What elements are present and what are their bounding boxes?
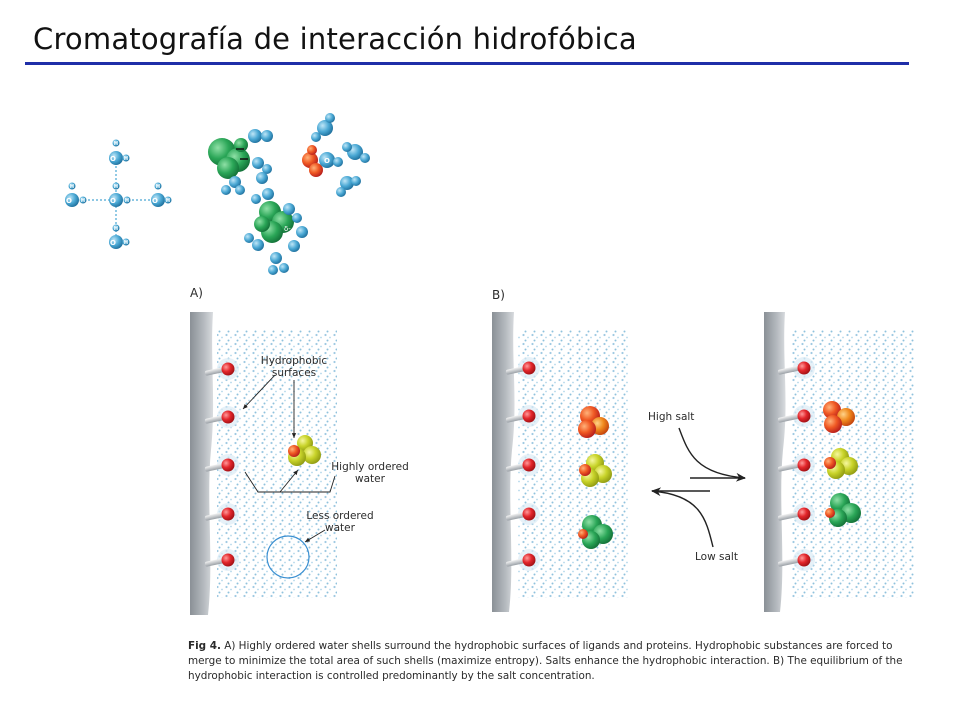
figure-caption: Fig 4. A) Highly ordered water shells su… (188, 639, 923, 684)
panel-b-low-salt-state (492, 312, 630, 612)
hydrogen-label: H (156, 184, 160, 190)
oxygen-label: O (110, 155, 116, 163)
less-ordered-water-circle (266, 535, 310, 579)
hydrogen-label: H (125, 198, 129, 204)
immobilized-ligand (204, 549, 239, 571)
hydrogen-label: H (114, 184, 118, 190)
immobilized-ligand (204, 358, 239, 380)
immobilized-ligand (204, 406, 239, 428)
immobilized-ligand (505, 357, 540, 379)
hydrogen-label: H (114, 226, 118, 232)
hydrophobic-surfaces-label: Hydrophobic surfaces (255, 355, 333, 379)
immobilized-ligand (505, 405, 540, 427)
immobilized-ligand (777, 549, 815, 571)
immobilized-ligand (777, 503, 815, 525)
hydrogen-label: H (114, 141, 118, 147)
water-lattice-illustration (65, 139, 172, 249)
water-molecule (151, 182, 172, 207)
protein-red-orange-bound (823, 401, 855, 433)
hydrophobic-molecule-illustration (208, 129, 308, 275)
matrix-wall (492, 312, 515, 612)
immobilized-ligand (505, 549, 540, 571)
matrix-wall (764, 312, 786, 612)
hydrogen-label: H (166, 198, 170, 204)
panel-b-high-salt-state (764, 312, 914, 612)
water-molecule (109, 224, 130, 249)
immobilized-ligand (777, 357, 815, 379)
protein-yellow-bound (824, 448, 858, 479)
caption-label: Fig 4. (188, 640, 221, 652)
protein-yellow-red (579, 454, 612, 487)
pointer-bracket (244, 471, 336, 493)
hydrogen-label: H (81, 198, 85, 204)
oxygen-label: O (66, 197, 72, 205)
matrix-wall (190, 312, 214, 615)
hydrogen-label: H (124, 156, 128, 162)
hydrophobic-surfaces-line-1: Hydrophobic (260, 355, 328, 367)
high-salt-label: High salt (648, 411, 695, 423)
caption-text: A) Highly ordered water shells surround … (188, 640, 903, 682)
pointer-less-ordered (304, 529, 326, 543)
high-salt-arrow (678, 427, 746, 482)
hydrophobic-surfaces-line-2: surfaces (271, 367, 317, 379)
hydrogen-label: H (124, 240, 128, 246)
water-molecule (109, 139, 130, 165)
less-ordered-water-label: Less ordered water (303, 510, 377, 534)
protein-green-bound (825, 493, 861, 527)
oxygen-label: O (110, 197, 116, 205)
low-salt-arrow (651, 487, 714, 548)
less-ordered-water-line-2: water (325, 522, 355, 534)
water-molecule (65, 182, 87, 207)
slide-title: Cromatografía de interacción hidrofóbica (33, 22, 637, 56)
polar-molecule-illustration (302, 113, 370, 197)
low-salt-label: Low salt (695, 551, 738, 563)
delta-charge-label: δ- (284, 225, 291, 233)
immobilized-ligand (505, 503, 540, 525)
immobilized-ligand (777, 405, 815, 427)
pointer-ligand (242, 374, 276, 410)
panel-a (190, 312, 337, 615)
immobilized-ligand (204, 503, 239, 525)
hydrogen-label: H (70, 184, 74, 190)
title-underline (25, 62, 909, 65)
immobilized-ligand (777, 454, 815, 476)
highly-ordered-water-line-1: Highly ordered (331, 461, 409, 473)
oxygen-label: O (324, 157, 330, 165)
panel-a-letter: A) (190, 286, 203, 300)
immobilized-ligand (204, 454, 239, 476)
protein-green (578, 515, 613, 549)
highly-ordered-water-label: Highly ordered water (326, 461, 414, 485)
oxygen-label: O (110, 239, 116, 247)
panel-b-letter: B) (492, 288, 505, 302)
protein-red-orange (578, 406, 609, 438)
immobilized-ligand (505, 454, 540, 476)
equilibrium-arrows (651, 427, 746, 548)
protein-yellow-red (288, 435, 321, 466)
oxygen-label: O (152, 197, 158, 205)
highly-ordered-water-line-2: water (355, 473, 385, 485)
water-molecule (109, 182, 131, 207)
less-ordered-water-line-1: Less ordered (306, 510, 374, 522)
